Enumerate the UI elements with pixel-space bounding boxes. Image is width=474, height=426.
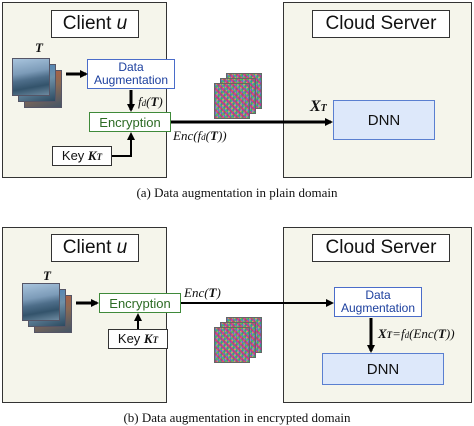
caption-top: (a) Data augmentation in plain domain bbox=[136, 185, 338, 200]
caption-bottom: (b) Data augmentation in encrypted domai… bbox=[123, 410, 351, 425]
data-augmentation-box-bottom: Data Augmentation bbox=[334, 287, 422, 317]
dnn-input-label-bottom: XT=fd(Enc(T)) bbox=[378, 326, 455, 341]
dnn-input-label-top: XT bbox=[310, 98, 327, 115]
server-title-top: Cloud Server bbox=[312, 10, 450, 38]
image-icon bbox=[22, 283, 60, 321]
encrypted-image-stack-top bbox=[214, 73, 264, 119]
enc-output-label-bottom: Enc(T) bbox=[184, 285, 221, 300]
key-box-bottom: Key KT bbox=[108, 329, 168, 349]
enc-output-label-top: Enc(fd(T)) bbox=[173, 128, 227, 143]
input-label-top: T bbox=[35, 40, 43, 55]
input-image-stack-bottom bbox=[22, 283, 74, 335]
augment-output-label-top: fd(T) bbox=[138, 94, 163, 109]
dnn-box-top: DNN bbox=[333, 100, 435, 140]
encryption-box-top: Encryption bbox=[89, 112, 171, 132]
image-icon bbox=[12, 58, 50, 96]
encryption-box-bottom: Encryption bbox=[99, 293, 181, 313]
dnn-box-bottom: DNN bbox=[322, 353, 444, 385]
server-title-bottom: Cloud Server bbox=[312, 234, 450, 262]
data-augmentation-box-top: Data Augmentation bbox=[87, 59, 175, 89]
client-title-bottom: Client u bbox=[51, 234, 139, 262]
encrypted-image-icon bbox=[214, 327, 250, 363]
client-title-top: Client u bbox=[51, 10, 139, 38]
input-image-stack-top bbox=[12, 58, 64, 110]
arrow-key-to-encryption-top bbox=[112, 132, 135, 157]
key-box-top: Key KT bbox=[52, 146, 112, 166]
encrypted-image-stack-bottom bbox=[214, 317, 264, 363]
encrypted-image-icon bbox=[214, 83, 250, 119]
input-label-bottom: T bbox=[43, 268, 51, 283]
